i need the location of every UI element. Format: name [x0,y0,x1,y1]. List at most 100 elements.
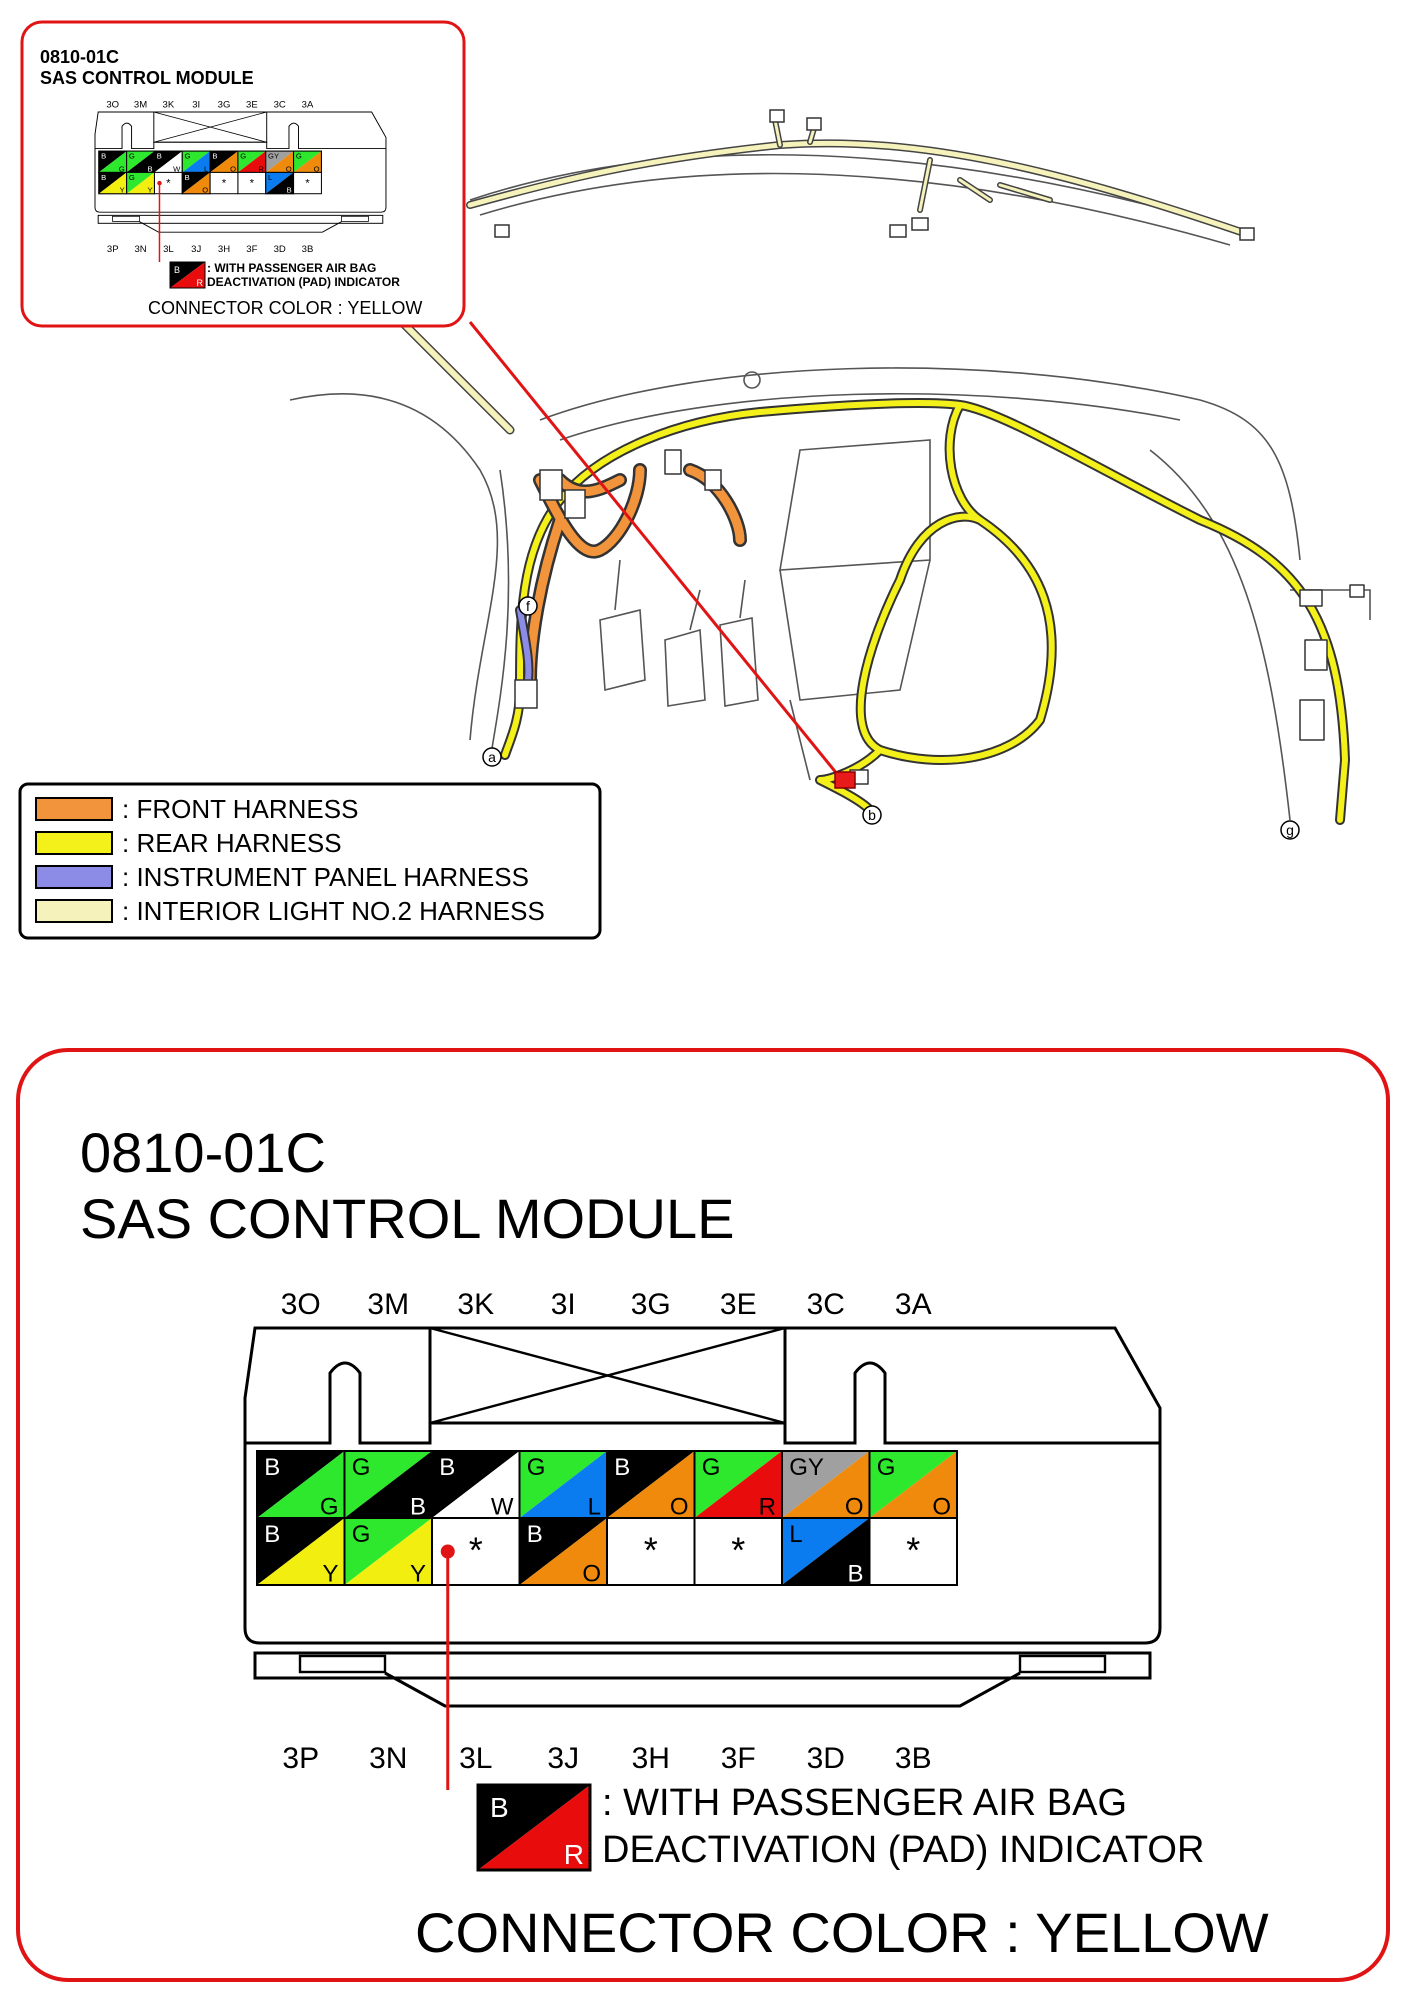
connector-top-terminal: GL [518,1450,608,1520]
legend-swatch [35,899,113,923]
connector-top-wire-code: B [264,1454,280,1481]
inset-top-terminal-label: 3C [274,100,286,111]
inset-bottom-wire-code: B [185,173,190,182]
legend-label: : INTERIOR LIGHT NO.2 HARNESS [122,896,545,926]
inset-top-wire-code: B [212,152,217,161]
inset-top-wire-code: G [296,152,302,161]
connector-top-terminal: GR [693,1450,783,1520]
inset-top-terminal-label: 3A [302,100,314,111]
connector-bottom-unused-mark: * [469,1529,483,1570]
inset-bottom-terminal: BO [181,171,211,195]
inset-bottom-stripe-code: Y [120,186,125,195]
inset-bottom-unused-mark: * [305,178,310,190]
ground-point-b: b [862,805,882,825]
legend-label: : INSTRUMENT PANEL HARNESS [122,862,529,892]
connector-location-marker [834,771,856,789]
connector-bottom-wire-code: B [527,1521,543,1548]
inset-top-terminal: BO [209,150,239,173]
connector-bottom-stripe-code: Y [322,1560,338,1587]
pad-indicator-wire-chip: BR [476,1783,592,1872]
connector-top-wire-code: GY [789,1454,824,1481]
connector-bottom-wire-color-stripe [344,1518,432,1585]
inset-top-wire-color-stripe [293,151,322,173]
inset-bottom-terminal-label: 3P [107,244,119,255]
connector-detail-callout: 0810-01C SAS CONTROL MODULE BGGBBWGLBOGR… [16,1048,1390,1982]
inset-bottom-terminal-label: 3J [191,244,201,255]
legend-item: : INTERIOR LIGHT NO.2 HARNESS [35,896,545,926]
inset-top-stripe-code: B [147,164,152,173]
inset-top-wire-color-primary [237,151,266,173]
connector-top-wire-code: G [702,1454,721,1481]
connector-leader-line [468,321,856,789]
inset-top-wire-color-stripe [126,151,155,173]
inset-bottom-stripe-code: Y [147,186,152,195]
inset-bottom-unused-mark: * [166,178,171,190]
inset-top-wire-color-primary [293,151,322,173]
inset-top-terminal: GB [126,150,155,173]
connector-top-wire-color-stripe [344,1451,432,1518]
inset-bottom-terminal: * [209,171,239,195]
connector-inset-callout: 0810-01C SAS CONTROL MODULE BGGBBWGLBOGR… [20,20,466,328]
connector-top-wire-color-stripe [519,1451,607,1518]
inset-bottom-unused-mark: * [222,178,227,190]
inset-bottom-stripe-code: O [202,186,208,195]
connector-latch-box [428,1326,787,1425]
legend-swatch [35,831,113,855]
inset-top-stripe-code: O [314,164,320,173]
connector-bottom-terminal-label: 3J [547,1742,579,1775]
inset-bottom-stripe-code: B [287,186,292,195]
connector-bottom-terminal-label: 3N [369,1742,407,1775]
connector-bottom-wire-color-stripe [782,1518,870,1585]
inset-top-wire-code: G [129,152,135,161]
inset-top-wire-color-stripe [182,151,211,173]
inset-top-terminal-label: 3G [218,100,231,111]
legend-label: : REAR HARNESS [122,828,342,858]
connector-bottom-terminal-label: 3F [721,1742,756,1775]
connector-bottom-terminal: * [868,1517,958,1586]
inset-top-stripe-code: O [286,164,292,173]
legend-item: : FRONT HARNESS [35,794,358,824]
connector-bottom-terminal-label: 3L [459,1742,492,1775]
connector-top-stripe-code: W [491,1493,514,1520]
inset-top-terminal-label: 3O [106,100,119,111]
inset-top-wire-color-primary [126,151,155,173]
inset-top-stripe-code: G [119,164,125,173]
pad-note-line1: : WITH PASSENGER AIR BAG [602,1782,1127,1824]
legend-swatch [35,797,113,821]
inset-top-wire-code: B [101,152,106,161]
connector-bottom-terminal-label: 3P [282,1742,319,1775]
inset-top-wire-color-primary [154,151,183,173]
legend-label: : FRONT HARNESS [122,794,358,824]
inset-top-stripe-code: O [230,164,236,173]
connector-top-terminal: GO [868,1450,958,1520]
connector-top-wire-color-stripe [782,1451,870,1518]
connector-bottom-wire-code: L [789,1521,802,1548]
inset-connector-code: 0810-01C [40,47,119,67]
connector-bottom-wire-code: G [352,1521,371,1548]
connector-top-stripe-code: O [932,1493,951,1520]
inset-lower-rail [97,214,384,224]
inset-bottom-terminal: GY [126,171,155,195]
inset-top-stripe-code: L [204,164,208,173]
inset-bottom-wire-code: L [268,173,272,182]
inset-bottom-wire-code: B [101,173,106,182]
front-harness-wire [523,463,747,687]
connector-top-wire-color-stripe [694,1451,782,1518]
connector-bottom-unused-mark: * [731,1529,745,1570]
connector-top-wire-color-stripe [607,1451,695,1518]
connector-top-stripe-code: R [759,1493,776,1520]
connector-top-terminal-label: 3O [281,1288,321,1321]
inset-top-wire-color-primary [182,151,211,173]
svg-text:a: a [488,749,496,765]
connector-top-wire-code: B [614,1454,630,1481]
connector-top-terminal-label: 3C [807,1288,845,1321]
inset-latch-box [153,111,268,143]
connector-top-wire-code: G [527,1454,546,1481]
inset-top-terminal-label: 3M [134,100,147,111]
inset-bottom-wire-color-stripe [98,172,127,194]
interior-light-harness-wire [395,109,1255,435]
